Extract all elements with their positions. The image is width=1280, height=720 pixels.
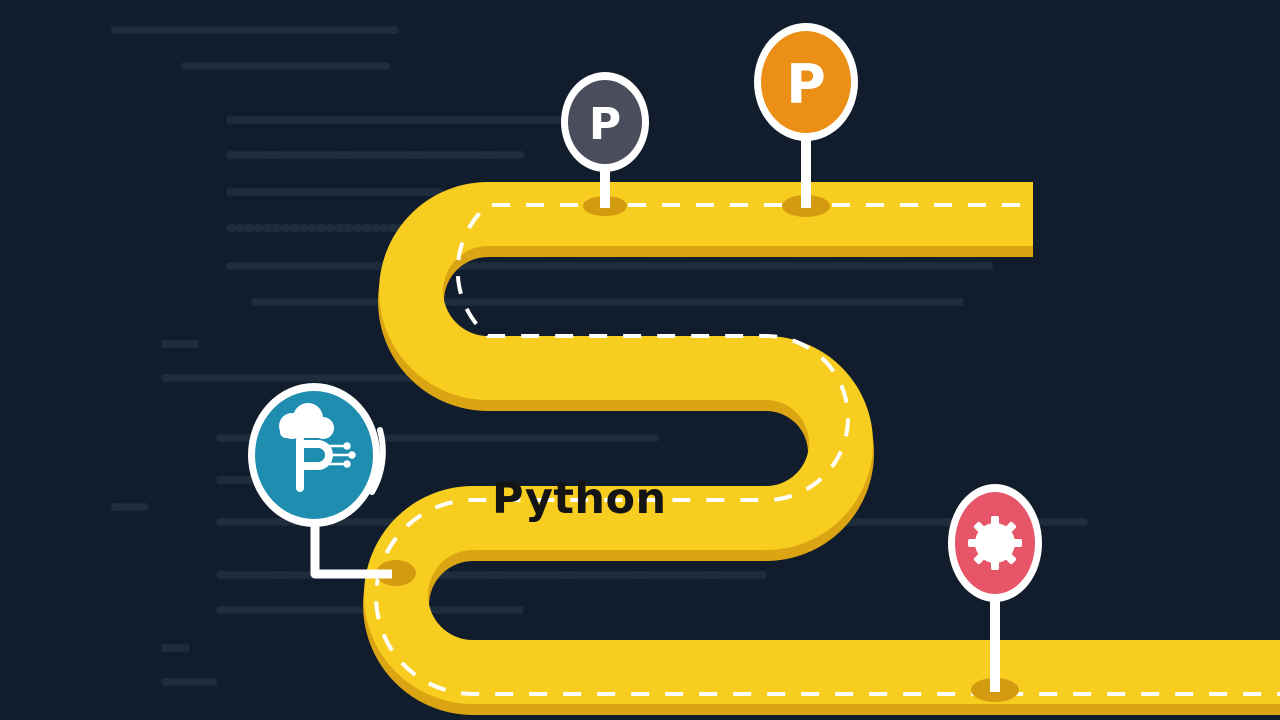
gear-icon [968,516,1022,570]
pin-blue-cloud-chip [248,383,416,586]
pin-dark-p: P [561,72,649,216]
road-label-python: Python [492,474,667,524]
pin-letter-dark: P [589,99,621,150]
pin-letter-orange: P [786,53,826,116]
circuit-lines-icon [326,442,356,468]
pin-red-gear [948,484,1042,702]
winding-road [364,182,1280,704]
pin-orange-p: P [754,23,858,217]
chip-p-icon [296,436,333,492]
cloud-icon [279,403,334,439]
